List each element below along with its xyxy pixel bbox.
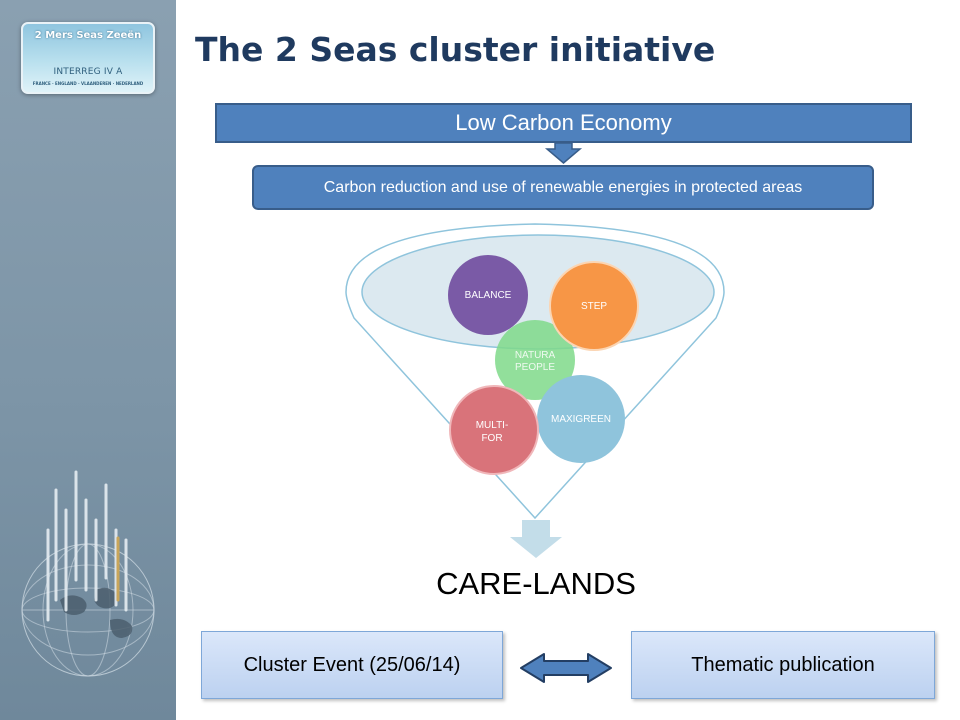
slide-title: The 2 Seas cluster initiative bbox=[195, 30, 716, 69]
label-balance: BALANCE bbox=[465, 290, 512, 301]
bubble-multi-for bbox=[449, 385, 539, 475]
bubble-balance bbox=[448, 255, 528, 335]
funnel-output-arrow-icon bbox=[510, 520, 562, 558]
low-carbon-economy-bar: Low Carbon Economy bbox=[215, 103, 912, 143]
bubble-natura-people bbox=[495, 320, 575, 400]
thematic-publication-box: Thematic publication bbox=[631, 631, 935, 699]
bubble-maxigreen bbox=[537, 375, 625, 463]
label-multi-for: MULTI-FOR bbox=[476, 420, 509, 444]
logo-countries: FRANCE · ENGLAND · VLAANDEREN · NEDERLAN… bbox=[32, 81, 144, 86]
programme-logo: 2 Mers Seas Zeeën INTERREG IV A FRANCE ·… bbox=[21, 22, 155, 94]
care-lands-label: CARE-LANDS bbox=[436, 566, 636, 601]
logo-title: 2 Mers Seas Zeeën bbox=[34, 30, 142, 41]
globe-illustration bbox=[21, 470, 155, 677]
double-arrow-icon bbox=[520, 653, 612, 683]
label-maxigreen: MAXIGREEN bbox=[551, 414, 611, 425]
logo-programme: INTERREG IV A bbox=[53, 67, 123, 77]
down-arrow-icon bbox=[544, 142, 583, 164]
sidebar: 2 Mers Seas Zeeën INTERREG IV A FRANCE ·… bbox=[0, 0, 176, 720]
label-step: STEP bbox=[581, 301, 607, 312]
cluster-event-box: Cluster Event (25/06/14) bbox=[201, 631, 503, 699]
carbon-reduction-bar: Carbon reduction and use of renewable en… bbox=[252, 165, 874, 210]
bubble-step bbox=[549, 261, 639, 351]
